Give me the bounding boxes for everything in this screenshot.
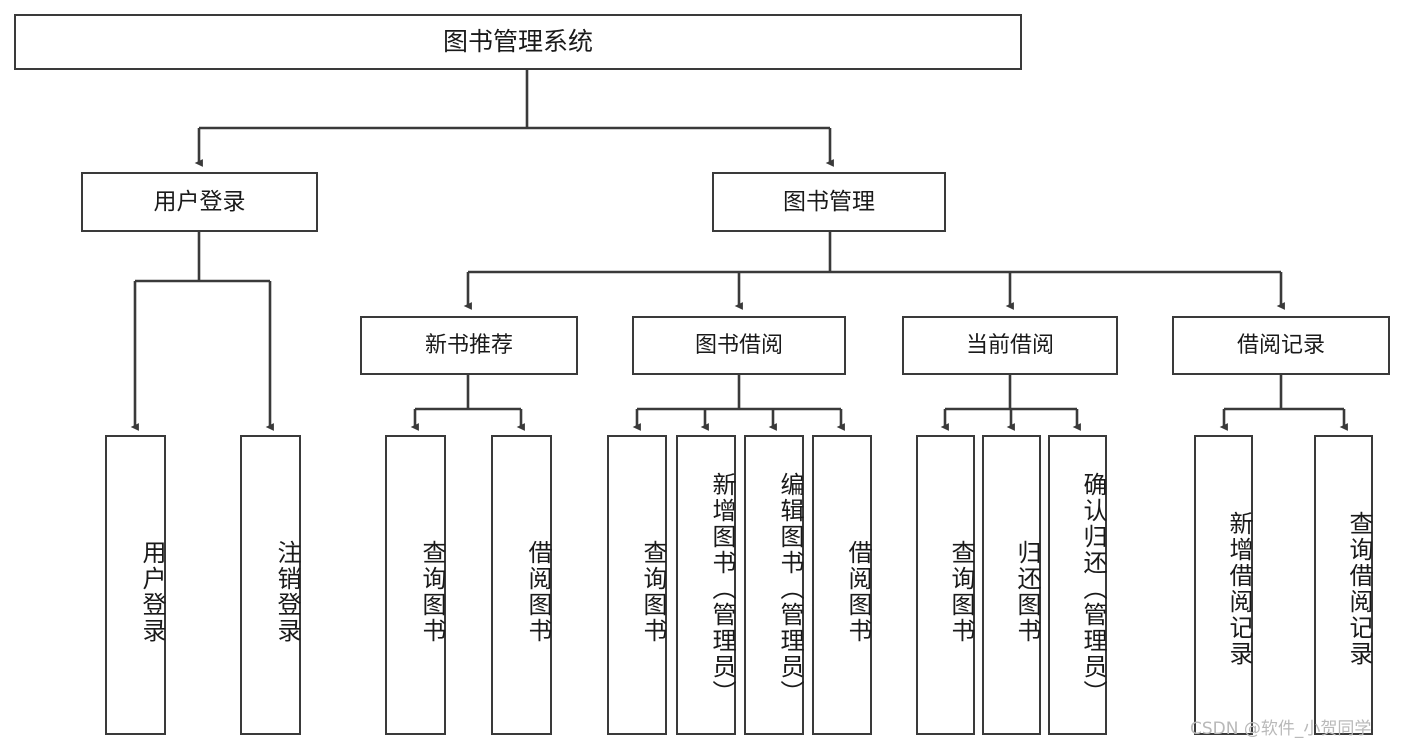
leaf-confirm-return-label: 确认归还（管理员） <box>1079 472 1107 706</box>
node-borrow-record-label: 借阅记录 <box>1236 332 1325 358</box>
node-root[interactable]: 图书管理系统 <box>14 14 1022 70</box>
node-borrow-record[interactable]: 借阅记录 <box>1172 316 1390 375</box>
leaf-borrow-book-2-label: 借阅图书 <box>844 540 872 644</box>
node-user-login-label: 用户登录 <box>153 188 246 215</box>
leaf-user-logout[interactable]: 注销登录 <box>240 435 301 735</box>
leaf-query-record[interactable]: 查询借阅记录 <box>1314 435 1373 735</box>
node-current-borrow[interactable]: 当前借阅 <box>902 316 1118 375</box>
node-root-label: 图书管理系统 <box>442 26 593 56</box>
leaf-query-book-1-label: 查询图书 <box>418 540 446 644</box>
node-new-book-recommend[interactable]: 新书推荐 <box>360 316 578 375</box>
leaf-query-book-2[interactable]: 查询图书 <box>607 435 667 735</box>
leaf-user-logout-label: 注销登录 <box>273 540 301 644</box>
leaf-user-login[interactable]: 用户登录 <box>105 435 166 735</box>
leaf-query-book-3[interactable]: 查询图书 <box>916 435 975 735</box>
leaf-add-record[interactable]: 新增借阅记录 <box>1194 435 1253 735</box>
node-current-borrow-label: 当前借阅 <box>965 332 1054 358</box>
leaf-query-record-label: 查询借阅记录 <box>1345 511 1373 667</box>
watermark: CSDN @软件_小贺同学 <box>1190 719 1372 739</box>
leaf-query-book-2-label: 查询图书 <box>639 540 667 644</box>
leaf-borrow-book-1-label: 借阅图书 <box>524 540 552 644</box>
leaf-add-record-label: 新增借阅记录 <box>1225 511 1253 667</box>
leaf-add-book[interactable]: 新增图书（管理员） <box>676 435 736 735</box>
leaf-query-book-1[interactable]: 查询图书 <box>385 435 446 735</box>
leaf-edit-book[interactable]: 编辑图书（管理员） <box>744 435 804 735</box>
leaf-add-book-label: 新增图书（管理员） <box>708 472 736 706</box>
node-user-login[interactable]: 用户登录 <box>81 172 318 232</box>
leaf-query-book-3-label: 查询图书 <box>947 540 975 644</box>
node-book-manage-label: 图书管理 <box>783 188 875 215</box>
node-book-borrow-label: 图书借阅 <box>694 332 783 358</box>
node-new-book-recommend-label: 新书推荐 <box>424 332 513 358</box>
leaf-return-book[interactable]: 归还图书 <box>982 435 1041 735</box>
node-book-borrow[interactable]: 图书借阅 <box>632 316 846 375</box>
node-book-manage[interactable]: 图书管理 <box>712 172 946 232</box>
leaf-user-login-label: 用户登录 <box>138 540 166 644</box>
leaf-confirm-return[interactable]: 确认归还（管理员） <box>1048 435 1107 735</box>
leaf-borrow-book-1[interactable]: 借阅图书 <box>491 435 552 735</box>
leaf-return-book-label: 归还图书 <box>1013 540 1041 644</box>
leaf-borrow-book-2[interactable]: 借阅图书 <box>812 435 872 735</box>
leaf-edit-book-label: 编辑图书（管理员） <box>776 472 804 706</box>
